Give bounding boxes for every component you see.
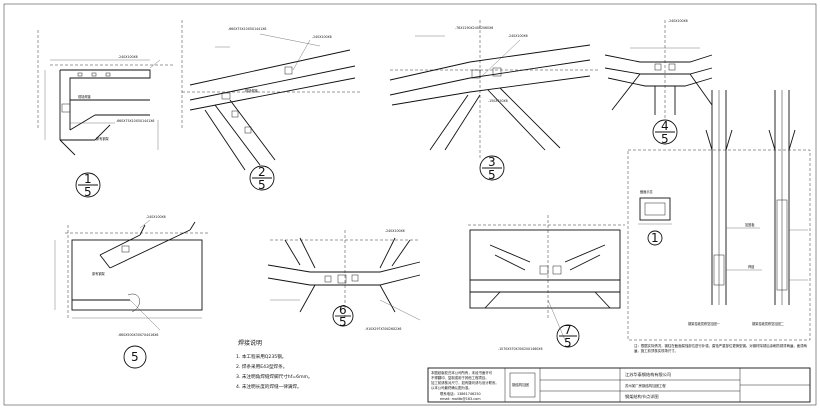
detail-3-label-c: -150X150X6: [488, 99, 508, 103]
drawing-border: [3, 3, 817, 406]
svg-text:原有钢架: 原有钢架: [92, 271, 106, 276]
tb-drawing-title: 钢架结构节点详图: [625, 393, 659, 400]
detail-6-sheet: 5: [339, 315, 347, 329]
detail-1-number: 1: [84, 172, 92, 186]
detail-2-5: -240X100X6 -660X75X10X5X1441X6 现场焊接 2 5: [181, 20, 360, 192]
svg-text:加固板: 加固板: [745, 222, 755, 227]
title-block: 本图纸版权归本公司所有，未经书面许可 不得翻印、复制或用于其他工程项目。 加工前…: [427, 367, 811, 403]
detail-2-label-b: -660X75X10X5X1441X6: [228, 27, 266, 31]
section-title-1: 钢架柱破损修复加固一: [688, 321, 721, 326]
tb-copyright-1: 本图纸版权归本公司所有，未经书面许可: [431, 370, 493, 375]
detail-5-label-b: -660X500X30X7X4416X6: [118, 333, 158, 337]
weld-notes-title: 焊接说明: [238, 339, 262, 347]
detail-4-number: 4: [661, 119, 669, 133]
svg-text:现场焊接: 现场焊接: [78, 94, 92, 99]
tb-copyright-3: 加工前请核对尺寸，如有疑问请与设计联系。: [431, 380, 499, 385]
detail-5-number: 5: [131, 350, 139, 364]
detail-2-number: 2: [258, 165, 266, 179]
weld-note-4: 4. 未注明长度的焊缝一律满焊。: [236, 383, 302, 390]
detail-7-label-a: -1070X570X30X20X1460X6: [498, 347, 543, 351]
tb-copyright-2: 不得翻印、复制或用于其他工程项目。: [431, 375, 489, 380]
tb-project: 苏州某厂房钢结构加固工程: [625, 383, 666, 388]
detail-6-5: -240X100X6 -910X297X30X26X2X6 6 5: [267, 229, 421, 331]
tb-company: 江苏华泰钢结构有限公司: [625, 371, 671, 378]
section-title-2: 钢架柱破损修复加固二: [752, 321, 784, 326]
weld-note-1: 1. 本工程采用Q235钢。: [236, 353, 286, 360]
weld-notes: 焊接说明 1. 本工程采用Q235钢。 2. 焊条采用E43型焊条。 3. 未注…: [236, 339, 313, 390]
detail-5-label-a: -240X100X6: [146, 215, 166, 219]
detail-7-sheet: 5: [564, 336, 572, 350]
tb-email: email: mailtb@163.com: [440, 397, 481, 401]
weld-note-3: 3. 未注明角焊缝焊脚尺寸hf=6mm。: [236, 373, 313, 380]
general-note-text: 注：根据实际情况，钢柱在截面腐蚀部位进行补强，腐蚀严重部位更换型钢。对钢材除锈后…: [634, 344, 807, 353]
detail-1-5: -240X100X6 -660X75X10X5X1441X6 现场焊接 原有钢架…: [37, 30, 175, 199]
detail-1-label-a: -240X100X6: [118, 55, 138, 59]
detail-3-number: 3: [488, 155, 496, 169]
detail-1-label-b: -660X75X10X5X1441X6: [116, 119, 154, 123]
detail-3-sheet: 5: [488, 168, 496, 182]
svg-text:焊缝: 焊缝: [748, 264, 755, 269]
tb-stamp: 钢结构加固: [512, 382, 530, 387]
detail-5: -240X100X6 -660X500X30X7X4416X6 原有钢架 5: [54, 215, 210, 369]
detail-4-sheet: 5: [661, 132, 669, 146]
detail-7-number: 7: [564, 323, 572, 337]
detail-1-sheet: 5: [84, 185, 92, 199]
tb-copyright-4: 以本公司最终确认图为准。: [431, 385, 472, 390]
general-note: 注：根据实际情况，钢柱在截面腐蚀部位进行补强，腐蚀严重部位更换型钢。对钢材除锈后…: [634, 344, 807, 353]
svg-text:截面示意: 截面示意: [640, 189, 653, 194]
detail-2-sheet: 5: [258, 178, 266, 192]
section-number: 1: [651, 231, 659, 245]
detail-3-label-b: -76X1290X240X2060X6: [455, 26, 493, 30]
column-section: 1 截面示意 加固板 焊缝 钢架柱破损修复加固一 钢架柱破损修复加固二: [627, 90, 811, 341]
detail-6-label-a: -240X100X6: [385, 229, 405, 233]
detail-7-5: -1070X570X30X20X1460X6 7 5: [468, 215, 625, 351]
tb-phone: 联系电话：13861746250: [440, 391, 481, 396]
detail-3-5: -240X100X6 -76X1290X240X2060X6 -150X150X…: [389, 20, 600, 182]
weld-note-2: 2. 焊条采用E43型焊条。: [236, 363, 287, 370]
detail-6-number: 6: [339, 303, 347, 317]
svg-text:原有钢架: 原有钢架: [96, 136, 110, 141]
detail-3-label-a: -240X100X6: [508, 34, 528, 38]
detail-2-label-a: -240X100X6: [312, 35, 332, 39]
detail-4-5: -240X100X6 4 5: [604, 19, 713, 146]
svg-text:现场焊接: 现场焊接: [245, 88, 259, 93]
detail-6-label-b: -910X297X30X26X2X6: [365, 327, 401, 331]
detail-4-label-a: -240X100X6: [668, 19, 688, 23]
